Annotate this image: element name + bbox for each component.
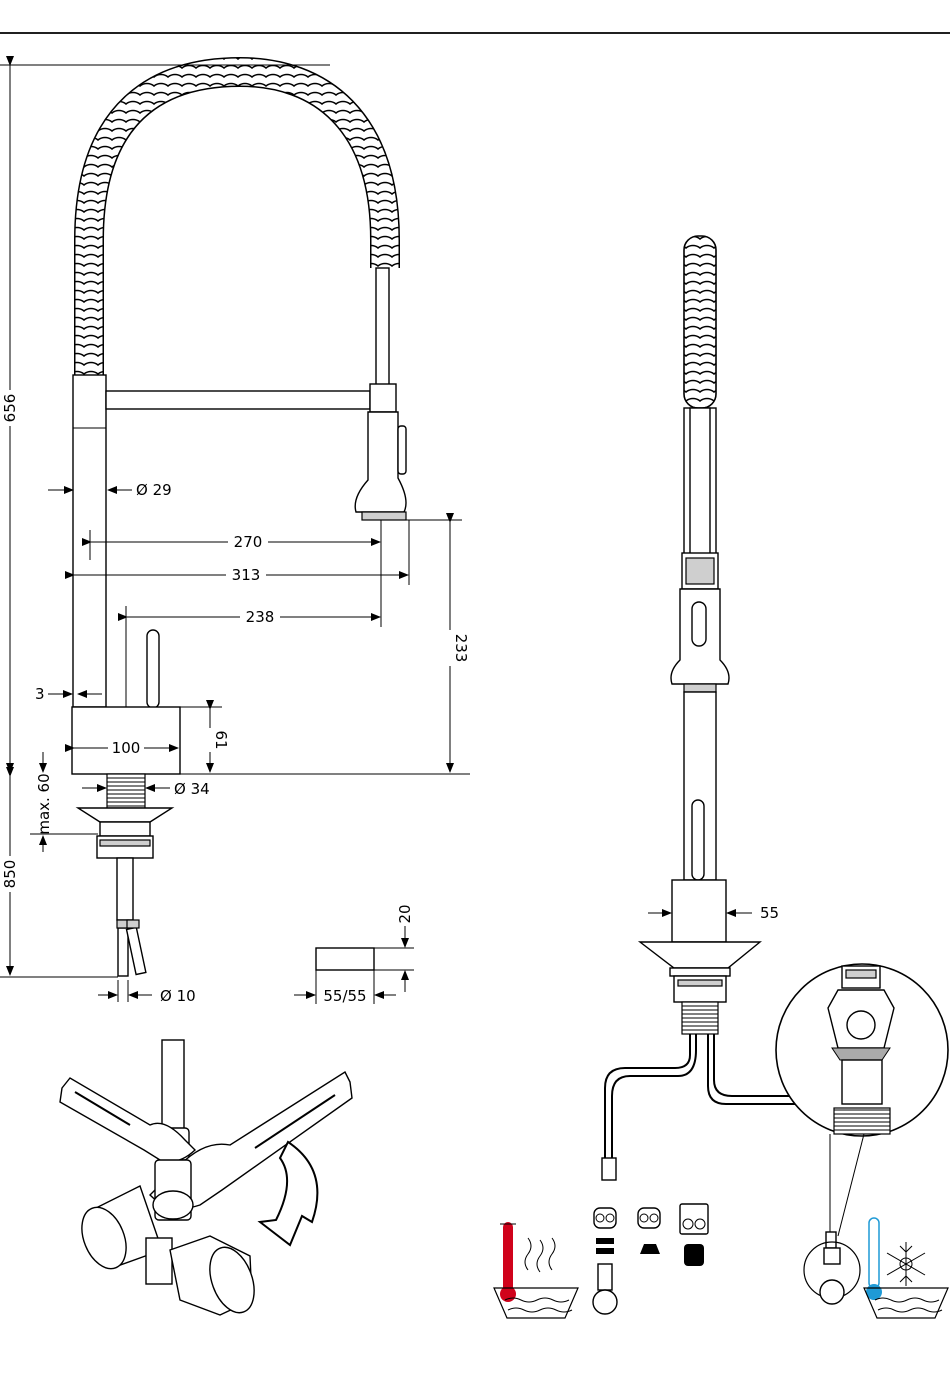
wrench-installation — [60, 1040, 352, 1319]
valve-small-icon — [820, 1248, 844, 1304]
side-elevation: 55 — [602, 236, 948, 1298]
dim-55-55: 55/55 — [323, 987, 366, 1005]
dim-656: 656 — [1, 394, 19, 423]
snowflake-icon — [887, 1242, 925, 1286]
faucet-base-side — [672, 880, 726, 942]
dim-55: 55 — [760, 904, 779, 922]
dim-100: 100 — [112, 739, 141, 757]
dim-diameter-34: Ø 34 — [174, 780, 210, 798]
dim-3: 3 — [35, 685, 45, 703]
thermometer-hot-icon — [500, 1222, 516, 1302]
mounting-plate — [78, 808, 172, 822]
front-elevation — [72, 72, 470, 976]
support-arm — [106, 391, 370, 409]
valve-parts-icon — [593, 1204, 708, 1314]
dim-20: 20 — [396, 904, 414, 923]
dim-238: 238 — [246, 608, 275, 626]
dim-850: 850 — [1, 860, 19, 889]
dimensions: 656 Ø 29 270 313 238 233 3 — [0, 65, 470, 1005]
dim-61: 61 — [212, 730, 230, 749]
dim-270: 270 — [234, 533, 263, 551]
lever — [147, 630, 159, 708]
symbols-row — [494, 1204, 948, 1318]
dim-max-60: max. 60 — [35, 773, 53, 834]
dim-diameter-29: Ø 29 — [136, 481, 172, 499]
dim-233: 233 — [452, 634, 470, 663]
hole-template — [316, 948, 374, 970]
spring-coil-side — [684, 236, 716, 408]
dim-diameter-10: Ø 10 — [160, 987, 196, 1005]
dim-313: 313 — [232, 566, 261, 584]
